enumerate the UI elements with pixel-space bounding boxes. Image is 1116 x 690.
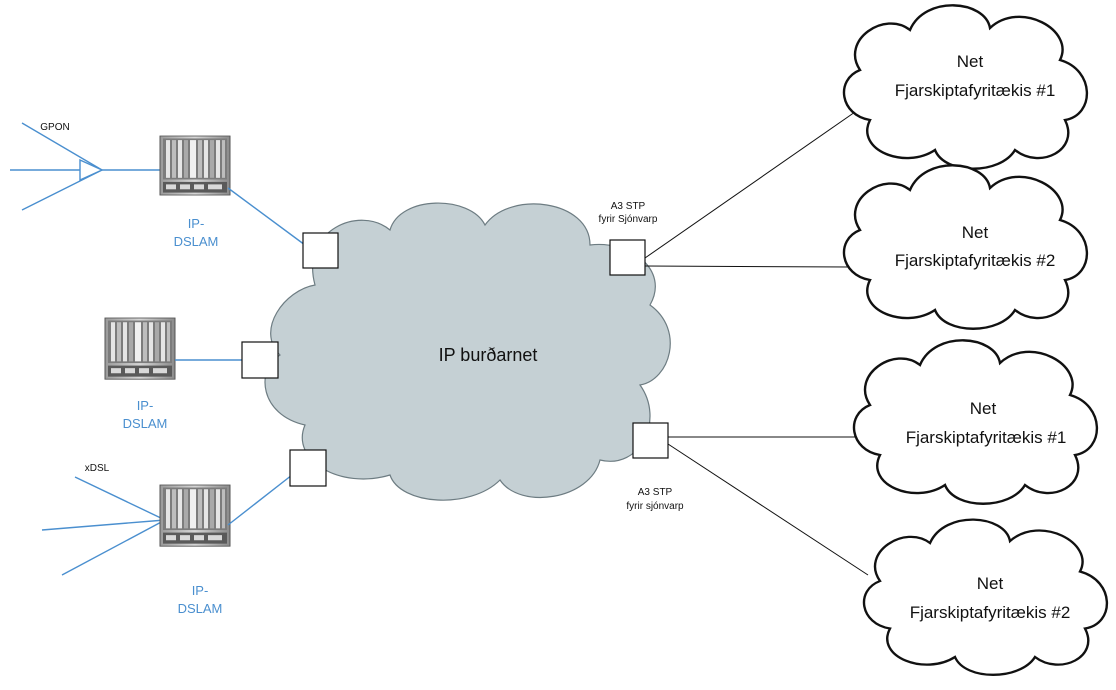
core-port-3	[289, 449, 327, 487]
stp-port-lower	[632, 422, 669, 459]
dslam-3-label-line1: IP-	[192, 583, 209, 598]
operator-cloud-4-line2: Fjarskiptafyritækis #2	[910, 603, 1071, 622]
dslam-1	[159, 135, 231, 196]
stp-upper-label-line2: fyrir Sjónvarp	[599, 214, 658, 225]
stp-lower-label-line1: A3 STP	[638, 487, 673, 498]
operator-cloud-4	[862, 518, 1109, 676]
dslam-3-uplink	[227, 474, 293, 526]
dslam-1-label-line1: IP-	[188, 216, 205, 231]
gpon-fiber-line-1	[21, 122, 103, 171]
dslam-1-uplink	[227, 187, 306, 246]
dslam-2	[104, 317, 176, 380]
operator-cloud-1	[842, 4, 1089, 170]
operator-cloud-2	[842, 164, 1089, 330]
stp-lower-label-line2: fyrir sjónvarp	[626, 501, 684, 512]
stp-upper-link-2	[644, 265, 851, 268]
dslam-3	[159, 484, 231, 547]
xdsl-label: xDSL	[85, 463, 110, 474]
core-port-1	[302, 232, 339, 269]
operator-cloud-3-line2: Fjarskiptafyritækis #1	[906, 428, 1067, 447]
operator-cloud-3-line1: Net	[970, 399, 997, 418]
dslam-2-label-line2: DSLAM	[123, 416, 168, 431]
core-port-2	[241, 341, 279, 379]
xdsl-line-1	[74, 476, 166, 521]
stp-port-upper	[609, 239, 646, 276]
gpon-splitter-triangle	[79, 158, 104, 182]
dslam-1-label-line2: DSLAM	[174, 234, 219, 249]
operator-cloud-2-line2: Fjarskiptafyritækis #2	[895, 251, 1056, 270]
dslam-3-label-line2: DSLAM	[178, 601, 223, 616]
operator-cloud-3	[852, 339, 1099, 505]
operator-cloud-4-line1: Net	[977, 574, 1004, 593]
xdsl-line-3	[61, 519, 166, 576]
xdsl-line-2	[41, 519, 166, 531]
gpon-label: GPON	[40, 122, 69, 133]
stp-upper-label-line1: A3 STP	[611, 201, 646, 212]
core-network-label: IP burðarnet	[439, 345, 538, 365]
operator-cloud-2-line1: Net	[962, 223, 989, 242]
operator-cloud-1-line1: Net	[957, 52, 984, 71]
operator-cloud-1-line2: Fjarskiptafyritækis #1	[895, 81, 1056, 100]
stp-lower-link-2	[667, 443, 869, 576]
dslam-2-label-line1: IP-	[137, 398, 154, 413]
stp-upper-link-1	[644, 111, 856, 259]
